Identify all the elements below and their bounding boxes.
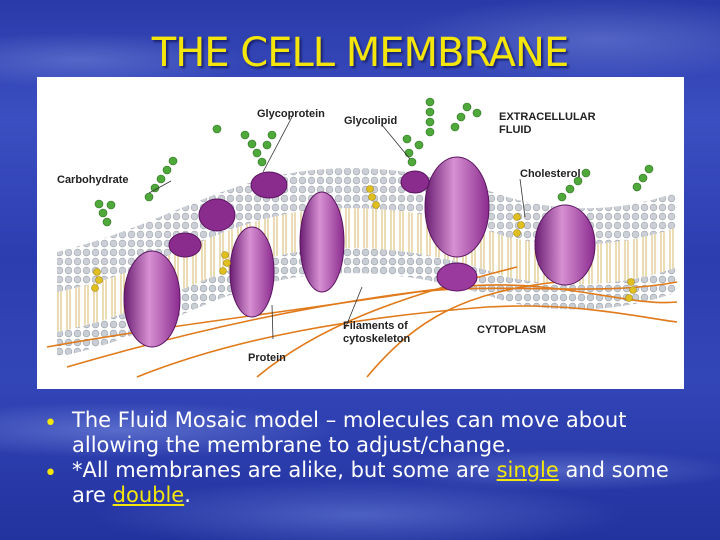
bullet-item: • The Fluid Mosaic model – molecules can… <box>44 408 694 458</box>
bullet-item: • *All membranes are alike, but some are… <box>44 458 694 508</box>
slide-title: THE CELL MEMBRANE <box>151 30 569 76</box>
label-carbohydrate: Carbohydrate <box>57 174 129 186</box>
label-cytoplasm: CYTOPLASM <box>477 324 546 336</box>
label-extracellular-fluid-line2: FLUID <box>499 124 531 136</box>
label-protein: Protein <box>248 352 286 364</box>
label-glycolipid: Glycolipid <box>344 115 397 127</box>
bullet-marker-icon: • <box>44 411 57 436</box>
membrane-illustration: Glycoprotein Glycolipid EXTRACELLULAR FL… <box>46 97 678 378</box>
carbohydrate-chains <box>94 97 654 227</box>
lipid-tail-layer <box>57 208 677 332</box>
label-filaments-line1: Filaments of <box>343 320 408 332</box>
inner-lipid-layer <box>57 248 677 357</box>
cell-membrane-diagram: Glycoprotein Glycolipid EXTRACELLULAR FL… <box>37 77 684 389</box>
bullet-list: • The Fluid Mosaic model – molecules can… <box>44 408 694 508</box>
label-filaments-line2: cytoskeleton <box>343 333 411 345</box>
bullet-text: The Fluid Mosaic model – molecules can m… <box>72 408 627 457</box>
bullet-text-part: . <box>184 483 191 507</box>
label-glycoprotein: Glycoprotein <box>257 108 325 120</box>
label-leader-lines <box>148 116 526 340</box>
membrane-proteins <box>123 156 596 348</box>
underlined-word-single: single <box>496 458 559 482</box>
bullet-text-part: and some are <box>72 458 669 507</box>
cholesterol-molecules <box>91 185 637 302</box>
label-extracellular-fluid-line1: EXTRACELLULAR <box>499 111 596 123</box>
bullet-text-part: *All membranes are alike, but some are <box>72 458 497 482</box>
bullet-marker-icon: • <box>44 461 57 486</box>
underlined-word-double: double <box>112 483 185 507</box>
label-cholesterol: Cholesterol <box>520 168 581 180</box>
